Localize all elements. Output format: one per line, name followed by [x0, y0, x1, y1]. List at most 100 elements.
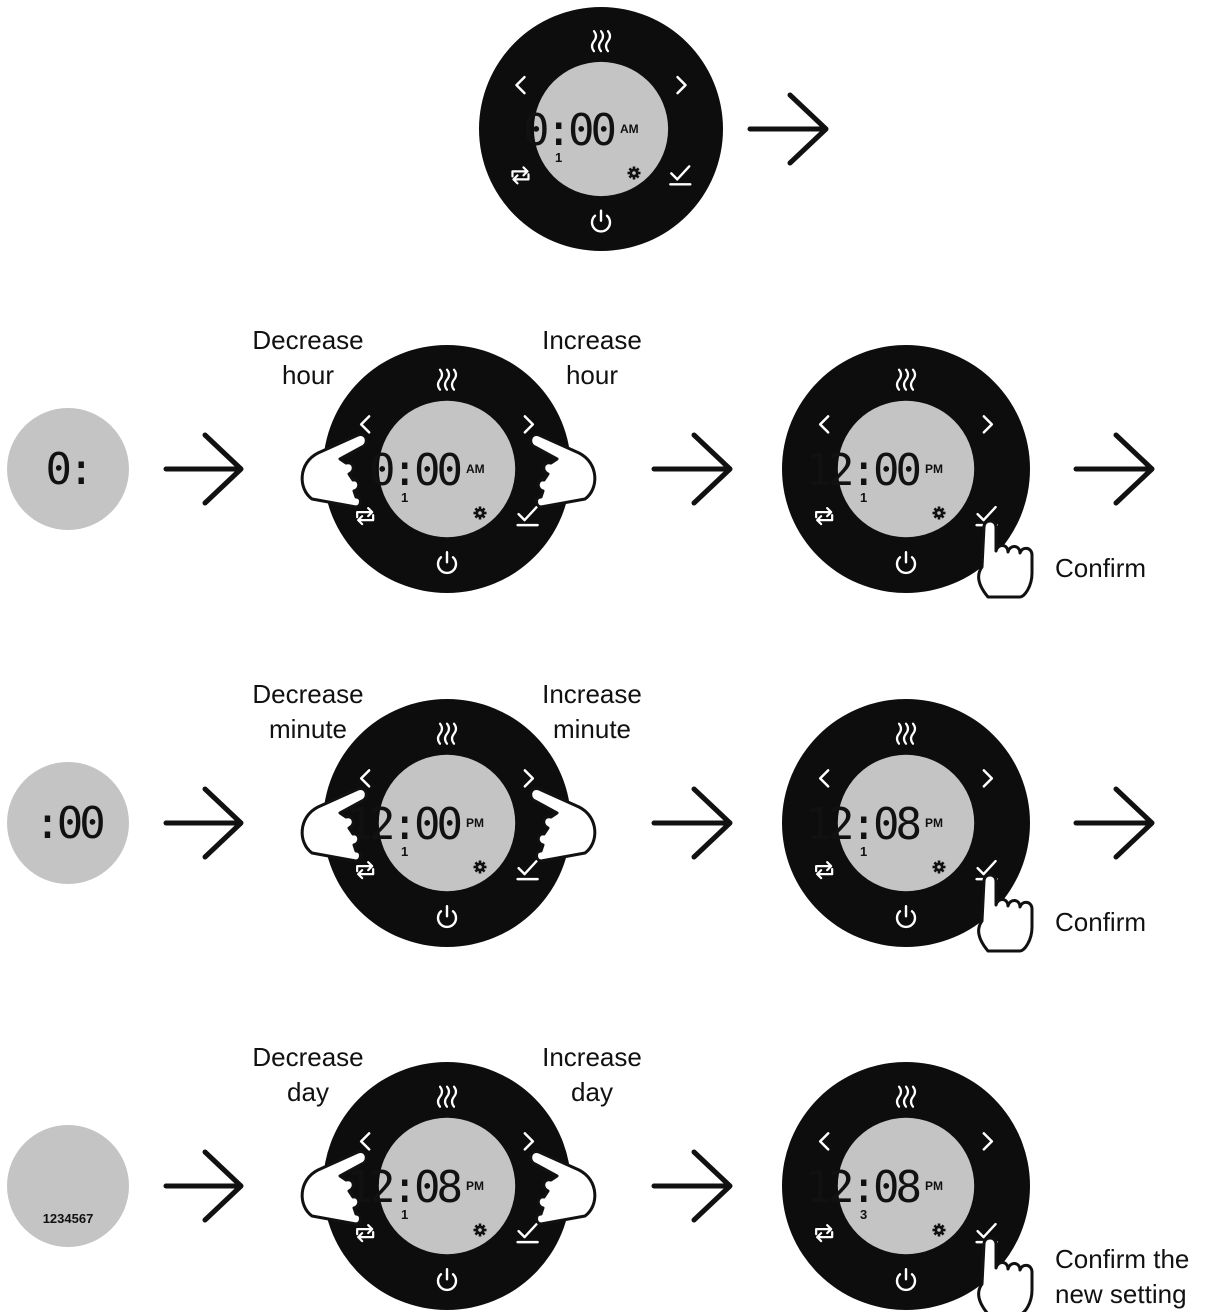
power-icon — [590, 209, 612, 233]
hand-shape — [977, 1236, 1034, 1312]
heat-icon — [590, 30, 612, 53]
lcd-day: 1 — [860, 844, 867, 859]
arrow-head — [691, 432, 733, 506]
gear-icon — [627, 166, 641, 180]
chevron-right-icon — [676, 75, 687, 95]
chevron-left-icon — [818, 415, 830, 434]
hand-increase — [529, 787, 597, 863]
segment-disc — [7, 1125, 129, 1247]
arrow-head — [1113, 786, 1155, 860]
lcd-screen — [378, 754, 516, 892]
dial-after: 12:00 PM 1 — [782, 345, 1030, 593]
segment-preview: 1234567 — [7, 1125, 129, 1247]
hand-decrease — [300, 1150, 368, 1226]
heat-icon — [895, 722, 917, 745]
decrease-label-line: Decrease — [252, 679, 363, 709]
lcd-ampm: PM — [925, 1179, 943, 1193]
confirm-label: Confirm — [1055, 553, 1146, 583]
increase-label-line: Increase — [542, 679, 642, 709]
arrow-to-result — [651, 432, 733, 506]
hand-shape — [977, 873, 1034, 953]
increase-label-line: Increase — [542, 325, 642, 355]
hand-shape — [300, 433, 368, 509]
decrease-label-line: Decrease — [252, 325, 363, 355]
chevron-left-icon — [515, 75, 526, 95]
increase-label-line: hour — [566, 360, 618, 390]
lcd-time: 12:08 — [347, 1162, 461, 1213]
arrow-to-result — [651, 1149, 733, 1223]
lcd-screen — [378, 400, 516, 538]
chevron-left-icon — [359, 1132, 371, 1151]
hand-decrease — [300, 787, 368, 863]
dial-after: 12:08 PM 1 — [782, 699, 1030, 947]
arrow-head — [202, 786, 244, 860]
increase-label-line: minute — [553, 714, 631, 744]
repeat-icon — [815, 861, 834, 880]
lcd-screen — [378, 1117, 516, 1255]
repeat-icon — [815, 1224, 834, 1243]
decrease-label-line: minute — [269, 714, 347, 744]
lcd-ampm: PM — [466, 816, 484, 830]
gear-icon — [473, 506, 487, 520]
repeat-icon — [511, 166, 530, 185]
lcd-screen — [533, 61, 669, 197]
lcd-time: 0:00 — [523, 105, 614, 156]
lcd-day: 1 — [860, 490, 867, 505]
repeat-icon — [356, 1224, 375, 1243]
arrow-to-dial — [163, 432, 244, 506]
lcd-time: 12:08 — [806, 799, 920, 850]
segment-disc — [7, 762, 129, 884]
arrow-head — [202, 432, 244, 506]
hand-increase — [529, 1150, 597, 1226]
segment-disc — [7, 408, 129, 530]
lcd-screen — [837, 754, 975, 892]
lcd-ampm: PM — [925, 816, 943, 830]
arrow-head — [1113, 432, 1155, 506]
increase-label: Increase minute — [542, 679, 642, 744]
heat-icon — [436, 368, 458, 391]
segment-preview: 0: — [7, 408, 129, 530]
confirm-label-line: Confirm — [1055, 553, 1146, 583]
hand-shape — [529, 787, 597, 863]
lcd-screen — [837, 1117, 975, 1255]
increase-label: Increase hour — [542, 325, 642, 390]
lcd-time: 12:00 — [806, 445, 920, 496]
lcd-day: 1 — [401, 844, 408, 859]
gear-icon — [473, 860, 487, 874]
confirm-label: Confirm — [1055, 907, 1146, 937]
hand-decrease — [300, 433, 368, 509]
confirm-label-line: new setting — [1055, 1279, 1187, 1309]
segment-text: 1234567 — [43, 1211, 94, 1226]
hand-shape — [300, 787, 368, 863]
lcd-ampm: PM — [925, 462, 943, 476]
lcd-time: 0:00 — [369, 445, 460, 496]
power-icon — [895, 1268, 917, 1292]
hand-shape — [300, 1150, 368, 1226]
decrease-label-line: day — [287, 1077, 329, 1107]
segment-preview: :00 — [7, 762, 129, 884]
lcd-ampm: AM — [620, 122, 639, 136]
decrease-label: Decrease minute — [252, 679, 363, 744]
check-icon — [669, 165, 692, 186]
arrow-top — [747, 92, 829, 166]
hand-confirm — [977, 519, 1034, 599]
decrease-label: Decrease hour — [252, 325, 363, 390]
power-icon — [895, 905, 917, 929]
arrow-head — [787, 92, 829, 166]
arrow-head — [691, 786, 733, 860]
gear-icon — [932, 506, 946, 520]
lcd-screen — [837, 400, 975, 538]
gear-icon — [473, 1223, 487, 1237]
check-icon — [516, 859, 539, 881]
arrow-head — [691, 1149, 733, 1223]
arrow-head — [202, 1149, 244, 1223]
power-icon — [436, 551, 458, 575]
lcd-time: 12:08 — [806, 1162, 920, 1213]
chevron-right-icon — [982, 415, 994, 434]
decrease-label-line: hour — [282, 360, 334, 390]
